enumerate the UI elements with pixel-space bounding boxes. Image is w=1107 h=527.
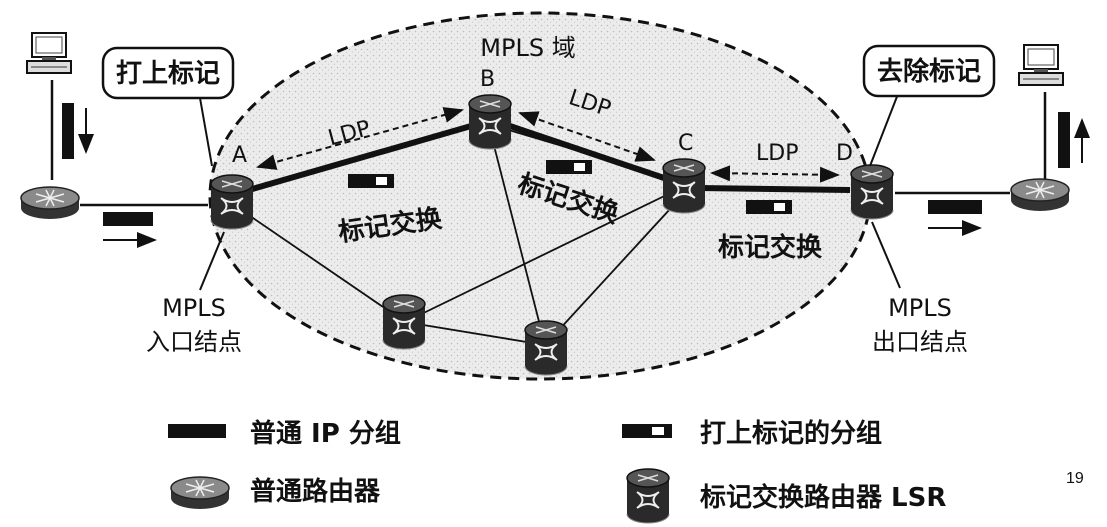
legend-ip-packet-swatch bbox=[168, 424, 226, 438]
ldp-arrows bbox=[256, 107, 840, 183]
node-label-c: C bbox=[678, 131, 693, 156]
node-label-a: A bbox=[232, 143, 247, 168]
page-number: 19 bbox=[1066, 470, 1084, 487]
ingress-caption-line1: MPLS bbox=[162, 294, 226, 322]
lsr-lower-right-icon bbox=[524, 320, 568, 376]
lsr-a-icon bbox=[210, 174, 254, 230]
legend-ip-packet-label: 普通 IP 分组 bbox=[250, 418, 401, 449]
legend-router-label: 普通路由器 bbox=[250, 476, 381, 507]
host-left-icon bbox=[26, 32, 72, 74]
egress-caption-line2: 出口结点 bbox=[872, 328, 968, 356]
lsr-lower-left-icon bbox=[382, 294, 426, 350]
callout-egress-text: 去除标记 bbox=[877, 56, 981, 87]
egress-caption-line1: MPLS bbox=[888, 294, 952, 322]
legend-lsr-label: 标记交换路由器 LSR bbox=[700, 482, 946, 513]
router-right-icon bbox=[1010, 178, 1070, 212]
labeled-packets-inside bbox=[348, 160, 792, 214]
legend-lsr-icon bbox=[626, 468, 670, 524]
node-label-b: B bbox=[480, 67, 495, 92]
legend-labeled-packet-swatch bbox=[622, 424, 672, 438]
lsr-c-icon bbox=[662, 158, 706, 214]
legend-router-icon bbox=[170, 476, 230, 510]
callout-egress: 去除标记 bbox=[862, 44, 996, 167]
legend: 普通 IP 分组 打上标记的分组 普通路由器 标记交换路由器 LSR bbox=[168, 418, 946, 524]
ip-packets-outside bbox=[62, 103, 1090, 248]
host-right-icon bbox=[1018, 44, 1064, 86]
ingress-caption-line2: 入口结点 bbox=[146, 328, 242, 356]
router-left-icon bbox=[20, 186, 80, 220]
lsr-b-icon bbox=[468, 94, 512, 150]
ldp-label-cd: LDP bbox=[756, 141, 798, 166]
lsr-d-icon bbox=[850, 164, 894, 220]
links-thin bbox=[233, 127, 686, 346]
egress-caption: MPLS 出口结点 bbox=[871, 221, 968, 356]
links-external bbox=[50, 80, 1047, 207]
callout-ingress-text: 打上标记 bbox=[116, 59, 220, 89]
mpls-domain-title: MPLS 域 bbox=[480, 34, 575, 62]
label-swap-3: 标记交换 bbox=[718, 232, 823, 263]
ingress-caption: MPLS 入口结点 bbox=[146, 231, 242, 356]
node-label-d: D bbox=[836, 141, 853, 166]
legend-labeled-packet-label: 打上标记的分组 bbox=[700, 418, 882, 449]
callout-ingress: 打上标记 bbox=[101, 46, 235, 167]
